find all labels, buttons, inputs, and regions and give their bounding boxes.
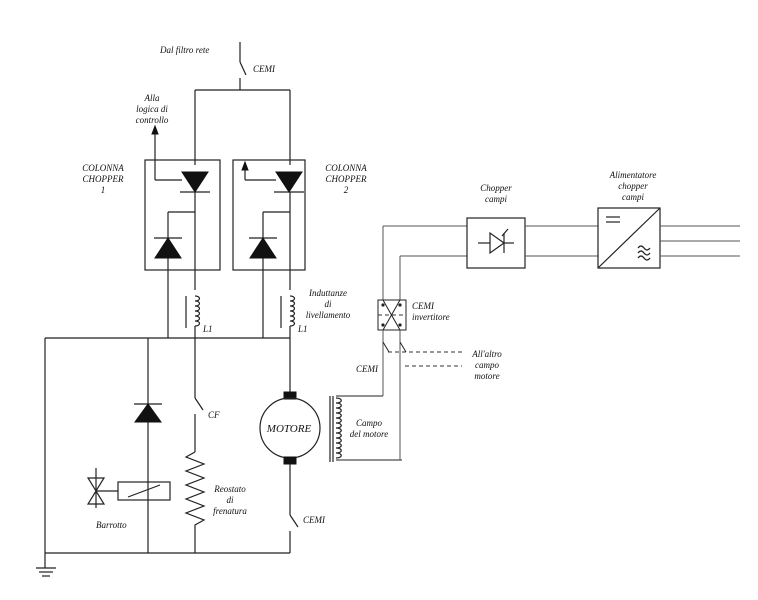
label-alla-logica: Alla logica di controllo: [136, 93, 169, 125]
label-reostato: Reostato di frenatura: [213, 484, 247, 516]
thyristor-bridge-icon: [478, 228, 514, 255]
freewheel-diode-1-icon: [154, 211, 195, 290]
inductor-l1-right-icon: [280, 295, 296, 338]
label-cemi-top: CEMI: [253, 64, 276, 74]
barrotto-valve-icon: [86, 477, 106, 505]
label-barrotto: Barrotto: [96, 520, 127, 530]
svg-text:Induttanze: Induttanze: [308, 288, 347, 298]
motor-brush-top: [283, 391, 297, 400]
thyristor-1-icon: [180, 171, 210, 290]
label-motore: MOTORE: [266, 423, 312, 435]
cemi-invertitore-switch: [377, 299, 407, 331]
cemi-top-contact: [239, 42, 247, 90]
braking-rheostat-icon: [184, 451, 206, 553]
svg-text:Reostato: Reostato: [213, 484, 246, 494]
svg-text:logica di: logica di: [136, 104, 168, 114]
label-campo-motore: Campo del motore: [350, 418, 388, 439]
svg-text:livellamento: livellamento: [306, 310, 351, 320]
control-arrow-icon: [151, 124, 159, 135]
chopper-column-2-box: [232, 159, 306, 271]
label-cemi-invertitore: CEMI invertitore: [412, 301, 450, 322]
label-colonna-chopper-1: COLONNA CHOPPER 1: [82, 163, 124, 195]
label-cemi-bottom: CEMI: [303, 515, 326, 525]
svg-text:CHOPPER: CHOPPER: [83, 174, 124, 184]
motor-field-winding-icon: [329, 396, 342, 462]
freewheel-diode-2-icon: [249, 211, 290, 290]
label-l1-right: L1: [297, 324, 308, 334]
label-l1-left: L1: [202, 324, 213, 334]
svg-text:CEMI: CEMI: [412, 301, 435, 311]
svg-text:controllo: controllo: [136, 115, 169, 125]
label-colonna-chopper-2: COLONNA CHOPPER 2: [325, 163, 367, 195]
ground-icon: [36, 567, 56, 577]
label-cemi-mid: CEMI: [356, 364, 379, 374]
svg-text:All'altro: All'altro: [471, 349, 502, 359]
svg-text:invertitore: invertitore: [412, 312, 450, 322]
cemi-mid-contact: [382, 341, 407, 353]
svg-text:di: di: [324, 299, 332, 309]
chopper-campi-box: [466, 217, 526, 269]
label-alimentatore: Alimentatore chopper campi: [609, 170, 657, 202]
svg-text:chopper: chopper: [618, 181, 648, 191]
label-all-altro: All'altro campo motore: [471, 349, 502, 381]
svg-text:Alla: Alla: [144, 93, 160, 103]
svg-text:campi: campi: [622, 192, 644, 202]
diode-icon: [134, 403, 162, 423]
thyristor-2-icon: [274, 171, 304, 290]
svg-text:CHOPPER: CHOPPER: [326, 174, 367, 184]
svg-text:frenatura: frenatura: [213, 506, 247, 516]
svg-text:COLONNA: COLONNA: [325, 163, 367, 173]
motor-brush-bottom: [283, 456, 297, 465]
svg-text:Chopper: Chopper: [480, 183, 512, 193]
three-phase-supply-lines: [660, 225, 740, 257]
cf-contact: [194, 397, 204, 452]
svg-text:1: 1: [101, 185, 106, 195]
svg-text:Campo: Campo: [356, 418, 383, 428]
inductor-l1-left-icon: [185, 295, 201, 338]
alimentatore-box: [597, 207, 661, 269]
svg-text:del motore: del motore: [350, 429, 388, 439]
svg-text:campi: campi: [485, 194, 507, 204]
svg-text:campo: campo: [475, 360, 499, 370]
label-induttanze: Induttanze di livellamento: [306, 288, 351, 320]
svg-text:2: 2: [344, 185, 349, 195]
svg-text:motore: motore: [474, 371, 499, 381]
label-cf: CF: [208, 410, 220, 420]
label-chopper-campi: Chopper campi: [480, 183, 512, 204]
label-dal-filtro-rete: Dal filtro rete: [159, 45, 209, 55]
svg-text:di: di: [226, 495, 234, 505]
cemi-bottom-contact: [289, 514, 299, 553]
converter-icon: [597, 207, 661, 269]
svg-text:Alimentatore: Alimentatore: [609, 170, 657, 180]
chopper-column-1-box: [144, 159, 221, 271]
svg-text:COLONNA: COLONNA: [82, 163, 124, 173]
